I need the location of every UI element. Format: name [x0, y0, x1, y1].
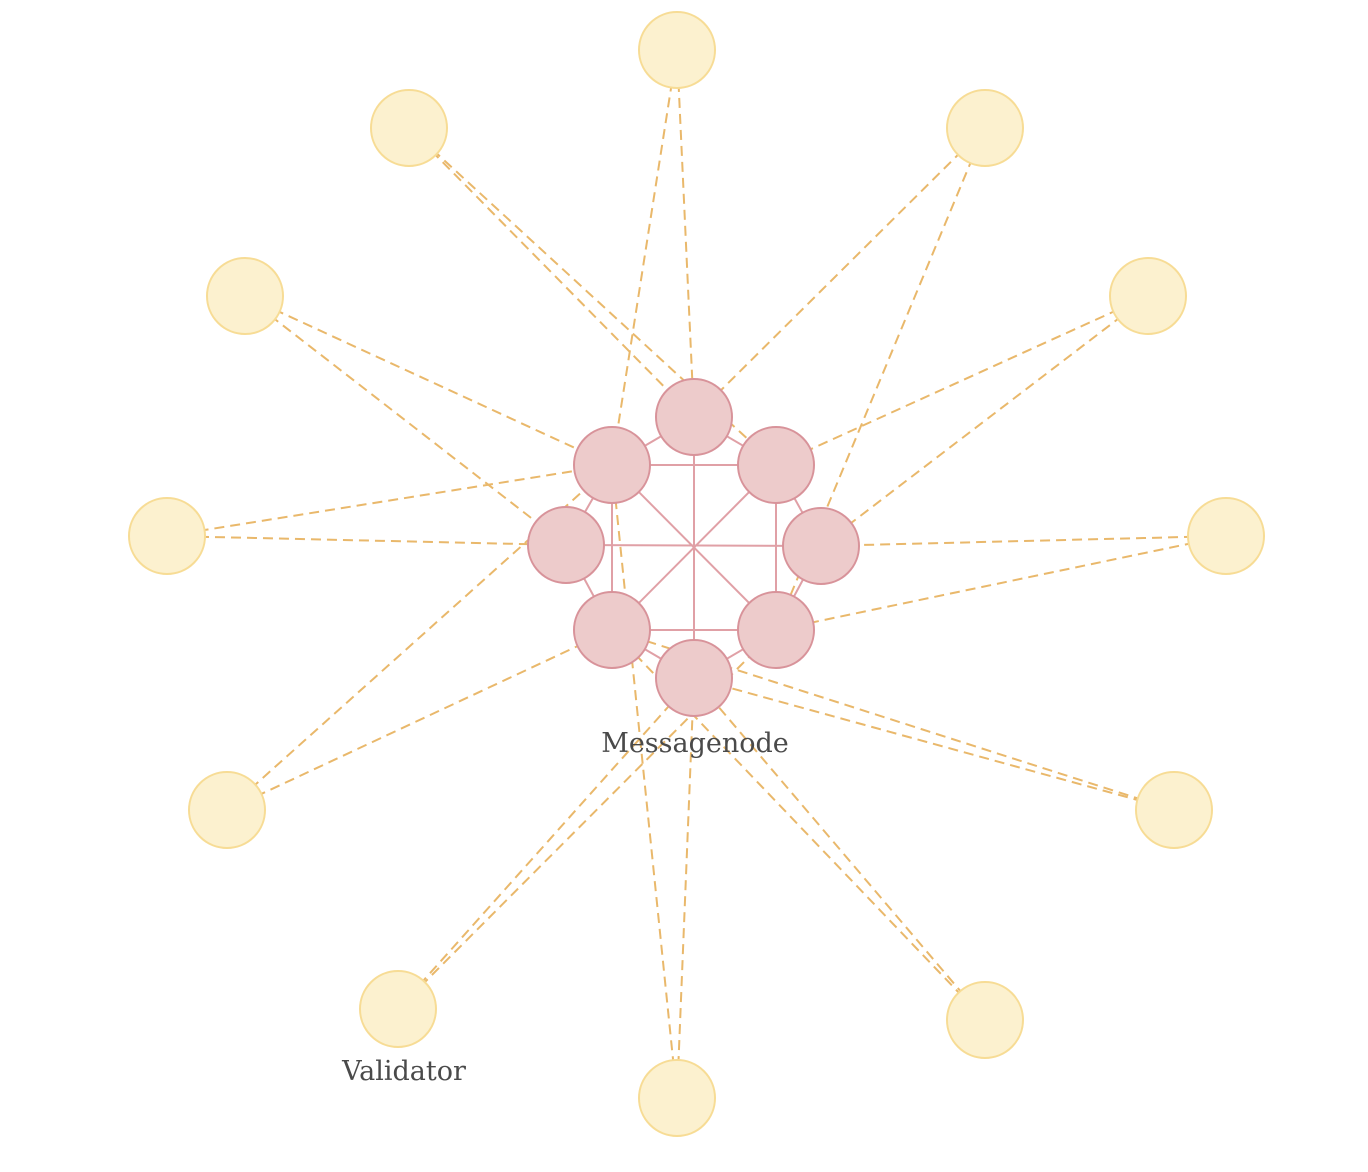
validator-link-v3-m2	[775, 295, 1149, 466]
messagenode-m2	[737, 426, 815, 504]
mesh-link-m3-m7	[565, 544, 822, 547]
messagenode-m3	[782, 507, 860, 585]
validator-node-v2	[946, 89, 1024, 167]
validator-link-v12-m2	[408, 127, 777, 466]
messagenode-m1	[655, 378, 733, 456]
validator-links	[166, 49, 1227, 1099]
messagenode-m6	[573, 591, 651, 669]
validator-label: Validator	[341, 1056, 466, 1087]
messagenode-m5	[655, 639, 733, 717]
validator-link-v3-m3	[820, 295, 1149, 547]
validator-link-v9-m6	[226, 629, 613, 811]
validator-link-v4-m4	[775, 535, 1227, 631]
validator-link-v8-m5	[397, 677, 695, 1010]
validator-link-v8-m4	[397, 629, 777, 1010]
validator-node-v7	[638, 1059, 716, 1137]
validator-link-v12-m1	[408, 127, 695, 418]
validator-node-v12	[370, 89, 448, 167]
validator-node-v5	[1135, 771, 1213, 849]
validator-node-v3	[1109, 257, 1187, 335]
validator-link-v2-m1	[693, 127, 986, 418]
validator-node-v8	[359, 970, 437, 1048]
validator-link-v10-m8	[166, 464, 613, 537]
validator-link-v4-m3	[820, 535, 1227, 547]
validator-link-v1-m1	[676, 49, 695, 418]
validator-nodes	[128, 11, 1265, 1137]
messagenode-m4	[737, 591, 815, 669]
validator-node-v6	[946, 981, 1024, 1059]
validator-node-v9	[188, 771, 266, 849]
validator-link-v11-m8	[244, 295, 613, 466]
validator-node-v1	[638, 11, 716, 89]
validator-link-v9-m8	[226, 464, 613, 811]
validator-link-v5-m5	[693, 677, 1175, 811]
messagenode-m8	[573, 426, 651, 504]
validator-link-v5-m6	[611, 629, 1175, 811]
validator-link-v10-m7	[166, 535, 567, 546]
messagenode-label: Messagenode	[601, 728, 789, 759]
validator-link-v7-m5	[676, 677, 695, 1099]
messagenode-m7	[527, 506, 605, 584]
validator-link-v6-m5	[693, 677, 986, 1021]
validator-link-v1-m8	[611, 49, 678, 466]
validator-link-v7-m8	[611, 464, 678, 1099]
messagenode-nodes	[527, 378, 860, 717]
validator-link-v11-m7	[244, 295, 567, 546]
validator-node-v10	[128, 497, 206, 575]
validator-node-v4	[1187, 497, 1265, 575]
validator-node-v11	[206, 257, 284, 335]
